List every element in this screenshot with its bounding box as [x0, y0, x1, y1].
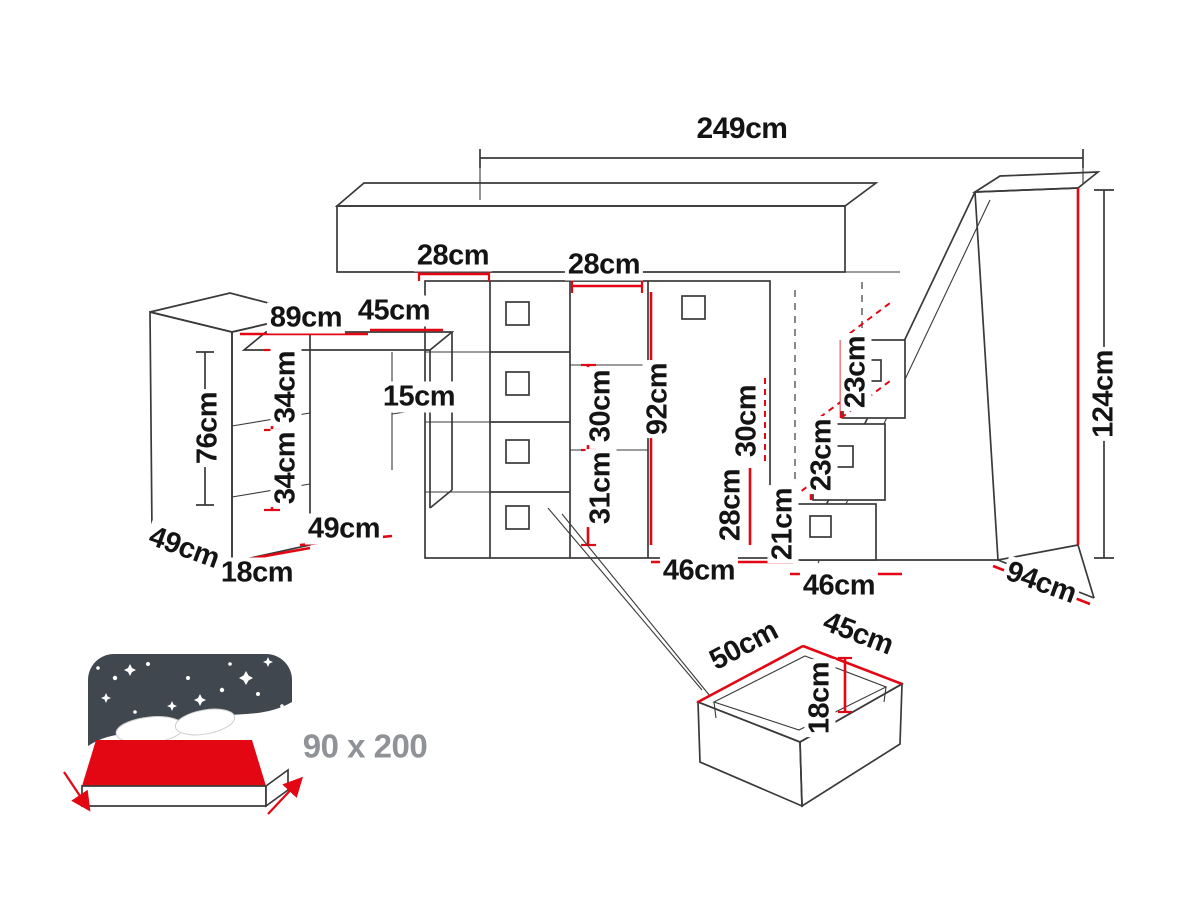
stars-icon — [96, 657, 284, 714]
dim-46-right: 46cm — [799, 570, 879, 602]
width-arrow-icon — [63, 771, 91, 812]
dim-21: 21cm — [767, 484, 799, 564]
drawer-detail-outline — [695, 644, 904, 808]
dim-15: 15cm — [379, 381, 459, 413]
length-arrow-icon — [267, 776, 304, 815]
dim-28-top-right: 28cm — [564, 249, 644, 281]
drawer-handle-icon — [505, 439, 530, 464]
dim-23-top-step: 23cm — [840, 332, 872, 412]
dim-30-shelf-upper: 30cm — [585, 366, 617, 446]
pillow-icon — [174, 708, 236, 736]
mattress-size-label: 90 x 200 — [302, 727, 428, 765]
dim-28-hidden: 28cm — [715, 465, 747, 545]
dim-18-shelf: 18cm — [217, 557, 297, 589]
dim-92: 92cm — [642, 359, 674, 439]
dim-31: 31cm — [585, 448, 617, 528]
dim-34-upper: 34cm — [270, 347, 302, 427]
door-handle-icon — [681, 295, 706, 320]
mattress-shape — [82, 740, 266, 786]
drawer-handle-icon — [505, 505, 530, 530]
dim-76: 76cm — [192, 388, 224, 468]
dim-89: 89cm — [266, 302, 346, 334]
leader-lines — [547, 507, 711, 697]
bed-base-shape — [81, 785, 267, 807]
dim-30-hidden: 30cm — [731, 381, 763, 461]
dim-249: 249cm — [693, 113, 791, 145]
drawer-handle-icon — [809, 515, 832, 538]
drawer-handle-icon — [505, 371, 530, 396]
drawer-handle-icon — [505, 301, 530, 326]
dim-124: 124cm — [1088, 347, 1120, 441]
dim-49-desk: 49cm — [304, 513, 384, 545]
dim-23-middle-step: 23cm — [806, 415, 838, 495]
dim-34-lower: 34cm — [270, 428, 302, 508]
dimension-line-249 — [479, 149, 1084, 200]
bed-platform-outline — [334, 182, 900, 336]
dim-45-desk: 45cm — [354, 295, 434, 327]
mattress-icon — [63, 654, 304, 815]
dim-28-top-left: 28cm — [413, 240, 493, 272]
dim-46-left: 46cm — [659, 555, 739, 587]
dim-18-drawer: 18cm — [804, 658, 836, 738]
